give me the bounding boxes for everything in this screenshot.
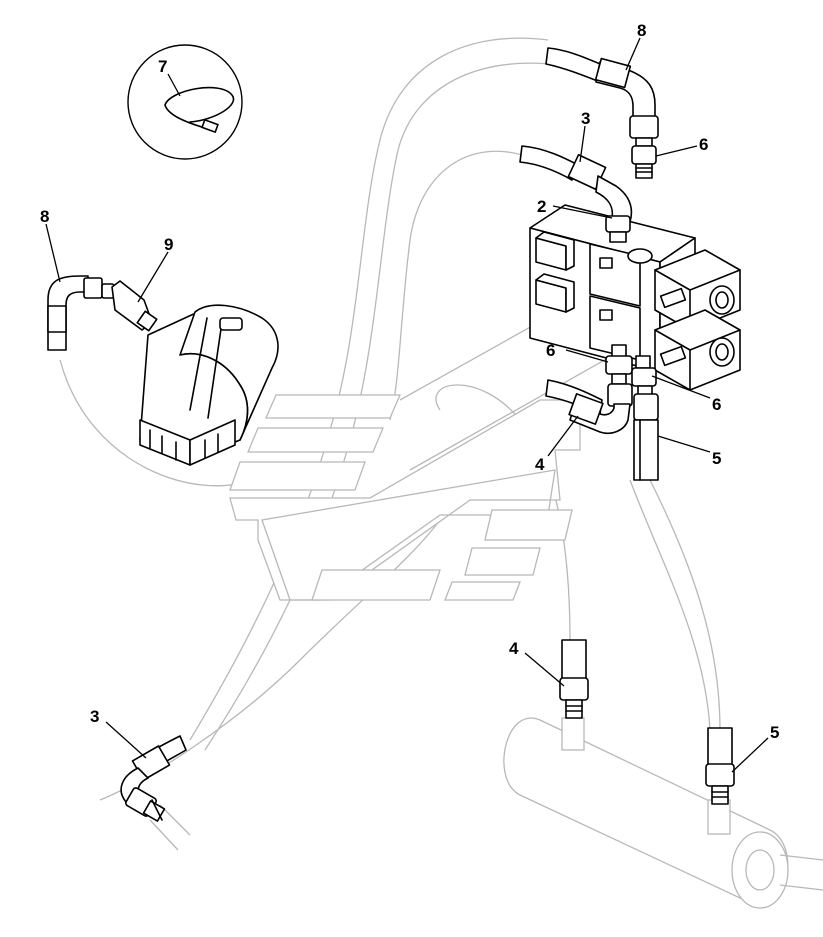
ghost-pipe [149,804,191,851]
callout-9: 9 [164,235,173,254]
ghost-hose-h [629,479,711,731]
ghost-background [59,37,823,909]
cylinder-hose-4 [559,639,589,719]
ghost-hose-g [649,479,721,731]
ghost-cylinder [503,717,823,909]
callout-4-low: 4 [509,639,519,658]
callout-6-right: 6 [712,395,721,414]
ghost-hose-c [389,150,523,421]
hose-5-mid [633,419,659,481]
control-valve-block [529,204,741,391]
adapter-6-top [631,145,657,165]
solenoid-coil-right [654,249,741,391]
lower-port-fittings [545,344,659,481]
ghost-hose-b [204,62,561,751]
callout-8-top: 8 [637,21,646,40]
hose-3-bottom-assembly [120,735,187,822]
hydraulic-motor [139,304,279,466]
callout-5-low: 5 [770,723,779,742]
cable-tie-inset [127,44,243,160]
ghost-hose-a [189,37,549,741]
callout-6-left: 6 [546,341,555,360]
callout-6-top: 6 [699,135,708,154]
leader-lines [45,37,769,773]
solenoid-connector-left [535,231,575,313]
hose-fitting-5 [633,393,659,421]
adapter-6-right [635,355,651,369]
swivel-nut-top [629,115,659,139]
callout-8-left: 8 [40,207,49,226]
callout-2: 2 [537,197,546,216]
ghost-frame [229,259,651,601]
cylinder-hose-5 [705,727,735,805]
callout-3-top: 3 [581,109,590,128]
left-hose-assembly [47,275,158,351]
top-hose-assembly [545,47,659,179]
callout-4-mid: 4 [535,455,545,474]
callout-3-low: 3 [90,707,99,726]
callout-labels: 8 3 6 2 7 8 9 6 6 4 5 4 3 5 [40,21,779,742]
hose-3-top-assembly [519,145,633,243]
ghost-hose-d [59,359,251,487]
callout-5-mid: 5 [712,449,721,468]
callout-7: 7 [158,57,167,76]
